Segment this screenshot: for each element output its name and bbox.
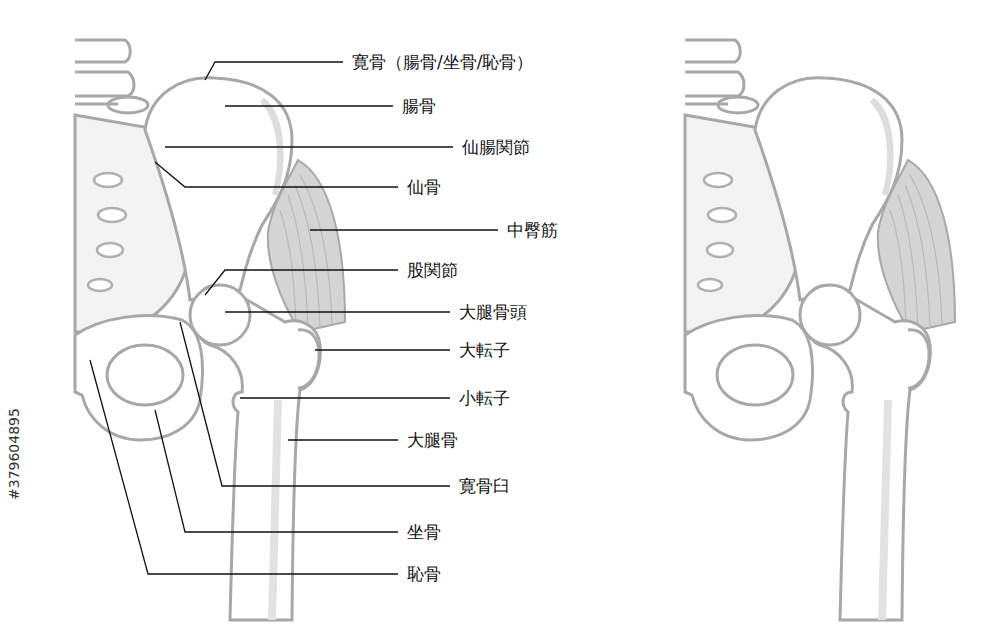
part-label: 腸骨 (402, 96, 436, 116)
leader-line (90, 360, 398, 574)
leader-line (225, 105, 393, 106)
part-label: 大転子 (459, 340, 510, 360)
labelled-hip-figure (75, 40, 345, 620)
leader-line (288, 439, 398, 440)
part-label: 仙骨 (407, 177, 441, 197)
leader-line (180, 322, 450, 486)
part-label: 寛骨（腸骨/坐骨/恥骨） (352, 52, 533, 72)
leader-line (165, 146, 453, 147)
leader-line (205, 62, 343, 80)
leader-line (315, 349, 450, 350)
leader-line (205, 270, 398, 295)
leader-line (240, 397, 450, 398)
part-label: 恥骨 (407, 564, 441, 584)
part-label: 股関節 (407, 260, 458, 280)
leader-line (155, 162, 398, 187)
part-label: 小転子 (459, 388, 510, 408)
watermark-text: #379604895 (6, 408, 23, 500)
part-label: 中臀筋 (507, 220, 558, 240)
part-label: 大腿骨頭 (459, 302, 527, 322)
part-label: 仙腸関節 (462, 137, 530, 157)
leader-lines (90, 62, 498, 574)
part-label: 寛骨臼 (459, 476, 510, 496)
part-label: 坐骨 (407, 522, 441, 542)
part-label: 大腿骨 (407, 430, 458, 450)
plain-hip-figure (685, 40, 955, 620)
leader-line (310, 229, 498, 230)
leader-line (225, 311, 450, 312)
leader-line (155, 410, 398, 532)
